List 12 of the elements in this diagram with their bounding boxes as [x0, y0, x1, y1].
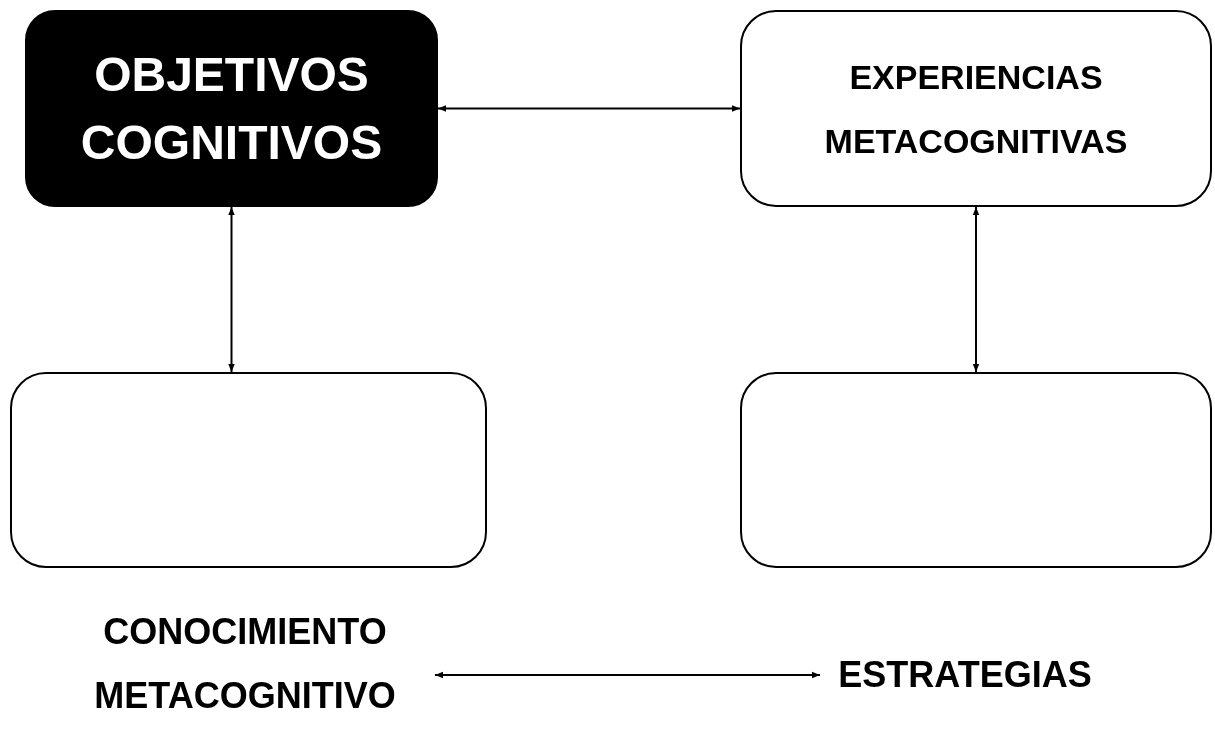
double-arrow	[437, 105, 741, 112]
double-arrow	[972, 206, 980, 373]
rounded-box	[25, 10, 438, 207]
label-text: CONOCIMIENTO METACOGNITIVO	[55, 600, 435, 728]
box-title: EXPERIENCIAS METACOGNITIVAS	[823, 56, 1129, 162]
double-arrow	[228, 206, 235, 373]
box-title: OBJETIVOS COGNITIVOS	[79, 46, 384, 171]
double-arrow	[434, 671, 821, 679]
rounded-box	[740, 372, 1212, 568]
rounded-box	[740, 10, 1212, 207]
rounded-box	[10, 372, 487, 568]
label-text: ESTRATEGIAS	[820, 640, 1110, 710]
